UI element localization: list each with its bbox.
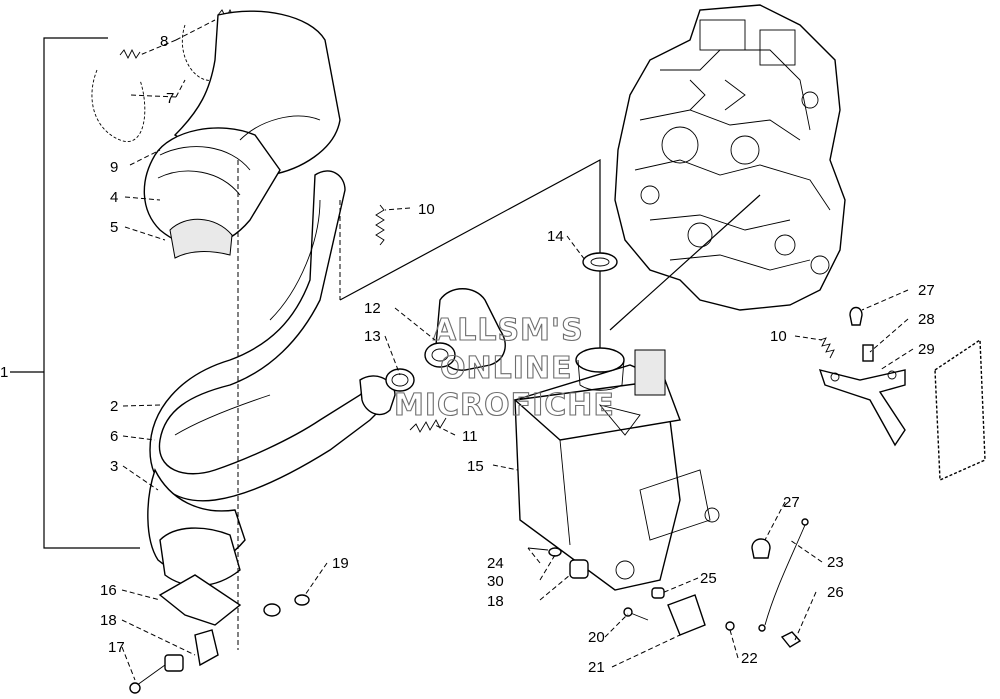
exhaust-spring-10-right	[819, 337, 835, 359]
callout-9: 9	[110, 159, 118, 176]
callout-4: 4	[110, 189, 118, 206]
engine-block	[614, 4, 846, 311]
callout-25: 25	[700, 570, 717, 587]
watermark-line-3: MICROFICHE	[394, 388, 615, 423]
lower-mount-hardware	[129, 518, 809, 694]
callout-24: 24	[487, 555, 504, 572]
callout-10-right: 10	[770, 328, 787, 345]
callout-7: 7	[166, 90, 174, 107]
watermark-line-1: ALLSM'S	[433, 313, 584, 348]
callout-19: 19	[332, 555, 349, 572]
callout-3: 3	[110, 458, 118, 475]
callout-15: 15	[467, 458, 484, 475]
callout-27-bottom: 27	[783, 494, 800, 511]
callout-23: 23	[827, 554, 844, 571]
callout-22: 22	[741, 650, 758, 667]
callout-30: 30	[487, 573, 504, 590]
callout-10-left: 10	[418, 201, 435, 218]
callout-16: 16	[100, 582, 117, 599]
callout-27-top: 27	[918, 282, 935, 299]
leader-lines	[121, 19, 914, 681]
callout-28: 28	[918, 311, 935, 328]
callout-1: 1	[0, 364, 8, 381]
silencer-assembly	[143, 10, 341, 259]
exhaust-spring-10	[375, 204, 385, 246]
callout-2: 2	[110, 398, 118, 415]
callout-21: 21	[588, 659, 605, 676]
callout-17: 17	[108, 639, 125, 656]
callout-18-right: 18	[487, 593, 504, 610]
callout-14: 14	[547, 228, 564, 245]
watermark-line-2: ONLINE	[440, 351, 573, 386]
grommet-14	[582, 252, 618, 272]
resonator-box	[513, 347, 720, 591]
callout-18-left: 18	[100, 612, 117, 629]
exhaust-pipe	[147, 170, 396, 587]
callout-29: 29	[918, 341, 935, 358]
callout-labels: 1 2 3 4 5 6 7 8 9 10 10 11 12 13 14 15 1…	[0, 33, 935, 676]
callout-20: 20	[588, 629, 605, 646]
callout-26: 26	[827, 584, 844, 601]
callout-6: 6	[110, 428, 118, 445]
callout-11: 11	[462, 428, 478, 445]
exhaust-manifold	[385, 288, 506, 392]
mounting-bracket	[818, 306, 986, 482]
callout-12: 12	[364, 300, 381, 317]
callout-8: 8	[160, 33, 168, 50]
callout-13: 13	[364, 328, 381, 345]
callout-5: 5	[110, 219, 118, 236]
watermark: ALLSM'S ONLINE MICROFICHE	[393, 312, 615, 423]
